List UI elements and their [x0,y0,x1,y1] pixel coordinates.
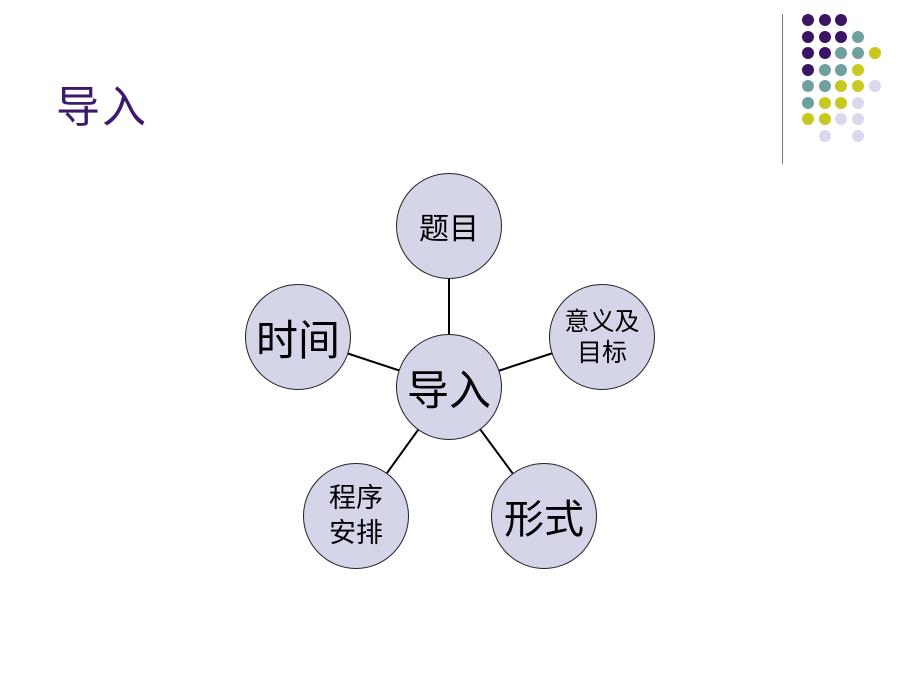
node-label: 意义及 目标 [564,306,640,367]
decorative-dot [835,97,847,109]
decorative-dot [835,14,847,26]
decorative-dot [802,31,814,43]
node-center: 导入 [396,334,502,440]
decorative-dot [819,80,831,92]
decorative-dot [819,64,831,76]
decorative-dot [802,113,814,125]
node-label: 题目 [419,212,479,247]
decorative-dot [835,47,847,59]
decorative-dot [869,80,881,92]
decorative-dot [852,113,864,125]
decorative-dot [852,80,864,92]
decorative-dot [852,130,864,142]
decorative-dot-grid [0,0,900,200]
decorative-dot [869,47,881,59]
decorative-dot [852,64,864,76]
decorative-dot [835,64,847,76]
node-schedule: 程序 安排 [303,463,409,569]
decorative-dot [835,31,847,43]
divider-line [782,14,783,164]
decorative-dot [802,80,814,92]
node-label: 程序 安排 [329,482,383,549]
decorative-dot [819,130,831,142]
slide-title: 导入 [56,82,148,133]
node-form: 形式 [491,463,597,569]
decorative-dot [835,80,847,92]
node-time: 时间 [245,284,351,390]
decorative-dot [802,64,814,76]
decorative-dot [802,14,814,26]
decorative-dot [852,97,864,109]
decorative-dot [802,97,814,109]
decorative-dot [852,47,864,59]
decorative-dot [819,47,831,59]
decorative-dot [835,113,847,125]
decorative-dot [819,113,831,125]
node-label: 导入 [406,365,491,415]
node-label: 时间 [255,315,340,365]
decorative-dot [819,31,831,43]
node-purpose-goals: 意义及 目标 [549,284,655,390]
decorative-dot [819,14,831,26]
node-label: 形式 [504,497,584,543]
decorative-dot [852,31,864,43]
decorative-dot [819,97,831,109]
node-title-topic: 题目 [396,173,502,279]
decorative-dot [802,47,814,59]
